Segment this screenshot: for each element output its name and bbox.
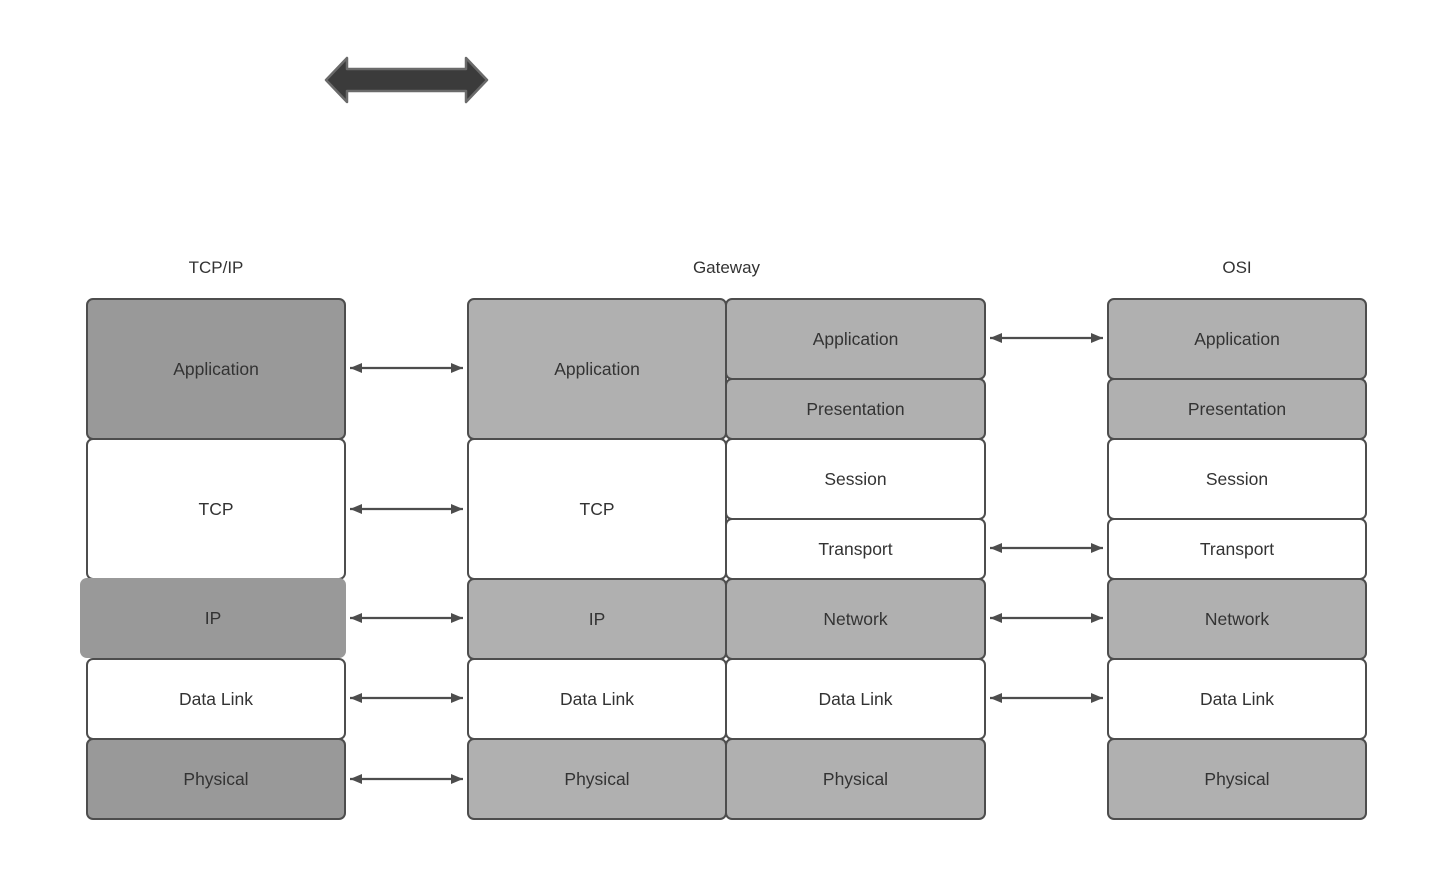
- tcpip-layer-data-link: Data Link: [86, 658, 346, 740]
- layer-label: TCP: [579, 498, 615, 519]
- gateway-left-layer-physical: Physical: [467, 738, 727, 820]
- layer-label: Transport: [1199, 538, 1275, 559]
- layer-label: Network: [1204, 608, 1270, 629]
- osi-layer-transport: Transport: [1107, 518, 1367, 580]
- gateway-right-layer-session: Session: [725, 438, 986, 520]
- column-title-gateway: Gateway: [692, 258, 761, 277]
- tcpip-layer-physical: Physical: [86, 738, 346, 820]
- layer-label: IP: [204, 607, 222, 628]
- gateway-right-layer-physical: Physical: [725, 738, 986, 820]
- layer-label: Presentation: [1187, 398, 1287, 419]
- gateway-right-layer-data-link: Data Link: [725, 658, 986, 740]
- layer-label: Application: [554, 358, 640, 379]
- gateway-right-layer-application: Application: [725, 298, 986, 380]
- layer-label: Presentation: [806, 398, 905, 419]
- layer-label: Session: [1205, 468, 1269, 489]
- osi-layer-physical: Physical: [1107, 738, 1367, 820]
- layer-label: Session: [824, 468, 887, 489]
- gateway-left-layer-ip: IP: [467, 578, 727, 660]
- gateway-left-layer-application: Application: [467, 298, 727, 440]
- layer-label: TCP: [198, 498, 234, 519]
- osi-layer-application: Application: [1107, 298, 1367, 380]
- layer-label: Transport: [818, 538, 893, 559]
- tcpip-layer-tcp: TCP: [86, 438, 346, 580]
- osi-layer-session: Session: [1107, 438, 1367, 520]
- layer-label: IP: [588, 608, 606, 629]
- layer-label: Physical: [1204, 768, 1270, 789]
- layer-label: Application: [1194, 328, 1280, 349]
- layer-label: Application: [173, 358, 259, 379]
- layer-label: Data Link: [560, 688, 634, 709]
- layer-label: Application: [812, 328, 899, 349]
- gateway-left-layer-data-link: Data Link: [467, 658, 727, 740]
- layer-label: Physical: [564, 768, 630, 789]
- column-title-tcpip: TCP/IP: [188, 258, 244, 277]
- tcpip-layer-application: Application: [86, 298, 346, 440]
- layer-label: Physical: [822, 768, 889, 789]
- layer-label: Data Link: [1200, 688, 1274, 709]
- layer-label: Physical: [183, 768, 249, 789]
- gateway-right-layer-transport: Transport: [725, 518, 986, 580]
- osi-layer-presentation: Presentation: [1107, 378, 1367, 440]
- tcpip-layer-ip: IP: [80, 578, 346, 658]
- gateway-right-layer-network: Network: [725, 578, 986, 660]
- osi-layer-network: Network: [1107, 578, 1367, 660]
- gateway-right-layer-presentation: Presentation: [725, 378, 986, 440]
- gateway-left-layer-tcp: TCP: [467, 438, 727, 580]
- layer-label: Network: [823, 608, 888, 629]
- column-title-osi: OSI: [1222, 258, 1252, 277]
- thick-bidirectional-arrow-icon: [324, 56, 489, 104]
- layer-label: Data Link: [179, 688, 253, 709]
- osi-layer-data-link: Data Link: [1107, 658, 1367, 740]
- layer-label: Data Link: [818, 688, 893, 709]
